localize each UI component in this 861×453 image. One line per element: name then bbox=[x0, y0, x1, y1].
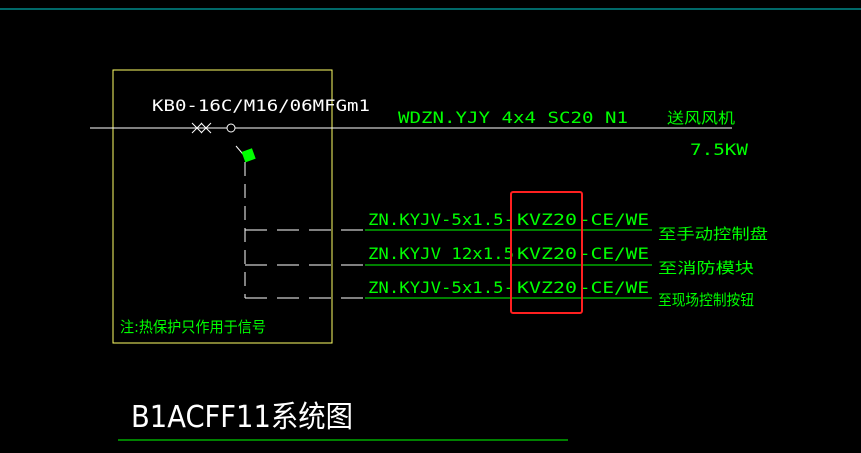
distribution-box-outline bbox=[112, 69, 333, 344]
conduit-highlight-box bbox=[510, 191, 583, 314]
control-destination-2: 至消防模块 bbox=[658, 259, 754, 277]
control-cable-suffix-2: -CE/WE bbox=[579, 244, 649, 263]
main-cable-label: WDZN.YJY 4x4 SC20 N1 bbox=[398, 108, 628, 127]
control-conduit-1: KVZ20 bbox=[517, 210, 577, 229]
thermal-protection-note: 注:热保护只作用于信号 bbox=[120, 318, 266, 336]
auxiliary-contact-marker bbox=[241, 148, 256, 163]
control-conduit-3: KVZ20 bbox=[517, 278, 577, 297]
control-cable-suffix-3: -CE/WE bbox=[579, 278, 649, 297]
control-cable-prefix-2: ZN.KYJV 12x1.5 bbox=[368, 244, 514, 263]
control-cable-suffix-1: -CE/WE bbox=[579, 210, 649, 229]
control-destination-3: 至现场控制按钮 bbox=[658, 291, 754, 309]
control-cable-prefix-3: ZN.KYJV-5x1.5- bbox=[368, 278, 514, 297]
control-conduit-2: KVZ20 bbox=[517, 244, 577, 263]
load-name: 送风风机 bbox=[667, 109, 735, 127]
breaker-symbol bbox=[191, 122, 258, 161]
control-destination-1: 至手动控制盘 bbox=[658, 225, 768, 243]
control-cable-prefix-1: ZN.KYJV-5x1.5- bbox=[368, 210, 514, 229]
breaker-label: KB0-16C/M16/06MFGm1 bbox=[152, 96, 370, 115]
load-power: 7.5KW bbox=[690, 140, 748, 159]
diagram-title: B1ACFF11系统图 bbox=[131, 400, 353, 435]
